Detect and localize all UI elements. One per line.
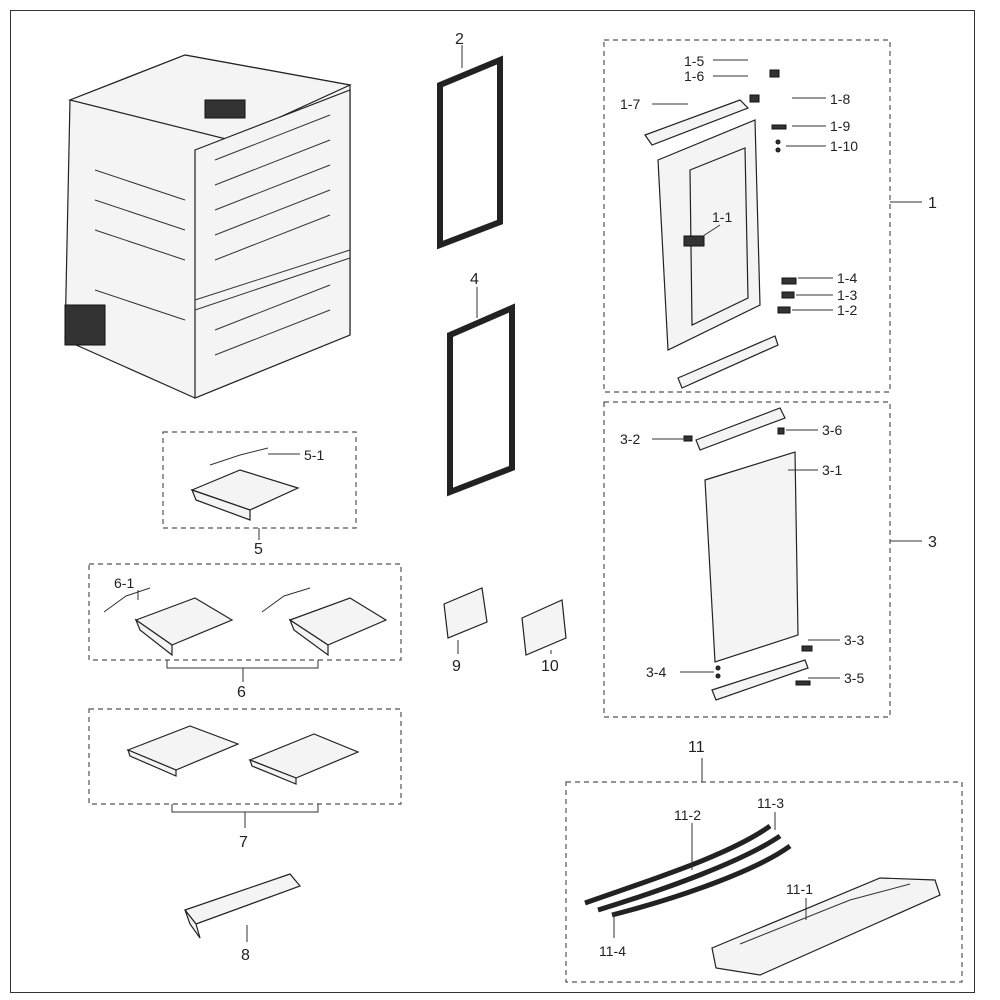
label-6: 6 xyxy=(237,684,246,701)
label-1-7: 1-7 xyxy=(620,96,640,112)
label-8: 8 xyxy=(241,947,250,964)
label-1-8: 1-8 xyxy=(830,91,850,107)
group-box-7 xyxy=(88,708,402,805)
label-11-3: 11-3 xyxy=(757,795,784,811)
group-box-11 xyxy=(565,781,963,983)
cover-10-illustration xyxy=(521,599,567,656)
label-11-1: 11-1 xyxy=(786,881,813,897)
label-1-4: 1-4 xyxy=(837,270,857,286)
label-1: 1 xyxy=(928,195,937,212)
gaskets-11-illustration xyxy=(584,823,941,976)
label-3-5: 3-5 xyxy=(844,670,864,686)
label-11: 11 xyxy=(688,739,705,756)
label-3-3: 3-3 xyxy=(844,632,864,648)
cabinet-illustration xyxy=(64,54,352,399)
gasket-2 xyxy=(437,45,503,250)
label-3-4: 3-4 xyxy=(646,664,666,680)
group-box-1 xyxy=(603,39,891,393)
label-1-3: 1-3 xyxy=(837,287,857,303)
label-4: 4 xyxy=(470,271,479,288)
label-1-9: 1-9 xyxy=(830,118,850,134)
label-10: 10 xyxy=(541,658,559,675)
bracket-7 xyxy=(171,804,319,813)
label-11-2: 11-2 xyxy=(674,807,701,823)
cover-9-illustration xyxy=(443,587,488,654)
label-1-6: 1-6 xyxy=(684,68,704,84)
label-1-5: 1-5 xyxy=(684,53,704,69)
label-5: 5 xyxy=(254,541,263,558)
shelf-5-illustration xyxy=(190,447,300,521)
label-3-2: 3-2 xyxy=(620,431,640,447)
bin-8-illustration xyxy=(184,873,302,942)
group-box-6 xyxy=(88,563,402,661)
diagram-frame xyxy=(10,10,975,993)
label-9: 9 xyxy=(452,658,461,675)
label-6-1: 6-1 xyxy=(114,575,134,591)
group-box-3 xyxy=(603,401,891,718)
label-3: 3 xyxy=(928,534,937,551)
gasket-4 xyxy=(447,287,515,497)
label-1-10: 1-10 xyxy=(830,138,858,154)
fridge-door-1-illustration xyxy=(644,69,797,389)
label-1-1: 1-1 xyxy=(712,209,732,225)
label-11-4: 11-4 xyxy=(599,943,626,959)
label-2: 2 xyxy=(455,31,464,48)
leader-lines-3 xyxy=(652,429,922,679)
label-1-2: 1-2 xyxy=(837,302,857,318)
covers-7-illustration xyxy=(126,725,360,785)
label-3-1: 3-1 xyxy=(822,462,842,478)
label-3-6: 3-6 xyxy=(822,422,842,438)
bracket-6 xyxy=(166,660,319,669)
label-7: 7 xyxy=(239,834,248,851)
baskets-6-illustration xyxy=(103,587,388,657)
freezer-door-3-illustration xyxy=(683,407,813,701)
leader-lines-11 xyxy=(613,812,807,938)
leader-lines-1 xyxy=(652,59,922,311)
label-5-1: 5-1 xyxy=(304,447,324,463)
